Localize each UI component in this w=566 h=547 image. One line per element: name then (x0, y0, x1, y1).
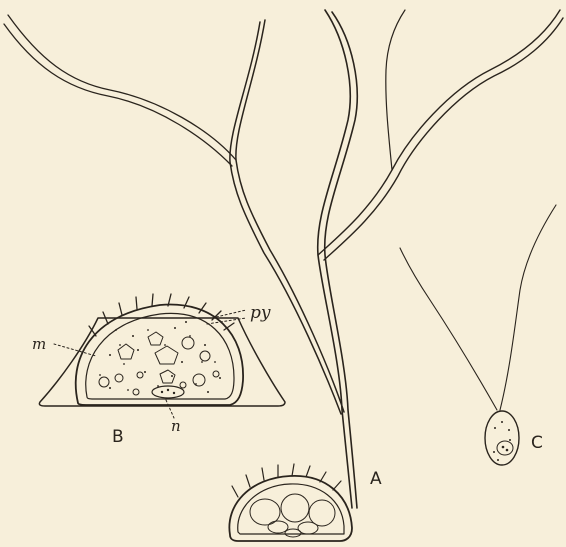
panel-a-stalk-left (318, 10, 352, 508)
panel-a-chloroplasts (250, 494, 335, 537)
panel-c-cell (485, 411, 519, 465)
panel-b-cell-inner (86, 313, 234, 399)
panel-a-branch-far-left-b (4, 24, 232, 166)
panel-c: C (400, 205, 556, 465)
panel-a-branch-right-b (324, 18, 563, 260)
panel-a-branch-left-outer (230, 22, 341, 414)
panel-c-flagellum-left (400, 248, 497, 410)
panel-b-label: B (112, 427, 124, 447)
panel-a-branch-right (318, 10, 560, 255)
panel-b-label-n: n (171, 417, 181, 435)
panel-b-nucleus (152, 386, 184, 398)
panel-a: A (4, 10, 563, 541)
panel-a-branch-right-up (386, 10, 405, 170)
panel-b-nucleus-dots (161, 389, 175, 394)
panel-a-cell-inner (238, 484, 344, 534)
panel-b-cell-wall (76, 305, 243, 405)
panel-a-spines (232, 464, 341, 497)
panel-a-label: A (370, 469, 382, 489)
panel-b-pyrenoids (99, 332, 219, 395)
panel-b-label-py: py (250, 303, 271, 323)
panel-a-cell-wall (229, 476, 352, 541)
panel-a-stalk-right (325, 12, 358, 508)
panel-b: m py n B (32, 294, 285, 447)
panel-c-label: C (531, 433, 543, 453)
panel-c-flagellum-right (500, 205, 556, 410)
panel-c-nucleus (497, 441, 513, 455)
panel-b-leaders (54, 310, 246, 418)
panel-b-label-m: m (32, 335, 46, 353)
panel-a-branch-far-left (8, 15, 236, 160)
